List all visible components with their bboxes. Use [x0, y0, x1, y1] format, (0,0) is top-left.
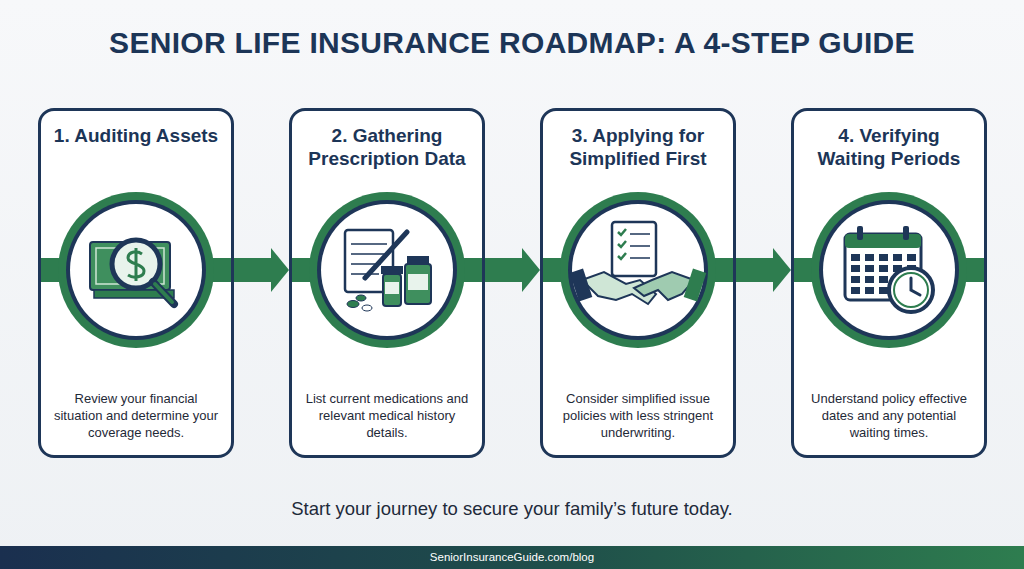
- handshake-icon: [540, 192, 736, 348]
- step-card: 1. Auditing AssetsReview your financial …: [38, 108, 234, 458]
- money-icon: [38, 192, 234, 348]
- flow-arrow: [234, 248, 289, 292]
- step-heading: 2. Gathering Prescription Data: [302, 125, 472, 171]
- footer-url: SeniorInsuranceGuide.com/blog: [0, 551, 1024, 563]
- step-description: Understand policy effective dates and an…: [806, 391, 972, 442]
- step-description: Consider simplified issue policies with …: [555, 391, 721, 442]
- flow-arrow: [485, 248, 540, 292]
- card-fill: [38, 108, 987, 458]
- step-heading: 1. Auditing Assets: [51, 125, 221, 148]
- step-card: 4. Verifying Waiting PeriodsUnderstand p…: [791, 108, 987, 458]
- step-card: 3. Applying for Simplified FirstConsider…: [540, 108, 736, 458]
- step-heading: 4. Verifying Waiting Periods: [804, 125, 974, 171]
- diagram-caption: Start your journey to secure your family…: [0, 498, 1024, 520]
- step-heading: 3. Applying for Simplified First: [553, 125, 723, 171]
- step-description: Review your financial situation and dete…: [53, 391, 219, 442]
- calendar-icon: [791, 192, 987, 348]
- diagram-title: SENIOR LIFE INSURANCE ROADMAP: A 4-STEP …: [0, 26, 1024, 60]
- step-card: 2. Gathering Prescription DataList curre…: [289, 108, 485, 458]
- step-description: List current medications and relevant me…: [304, 391, 470, 442]
- flow-arrow: [736, 248, 791, 292]
- prescription-icon: [289, 192, 485, 348]
